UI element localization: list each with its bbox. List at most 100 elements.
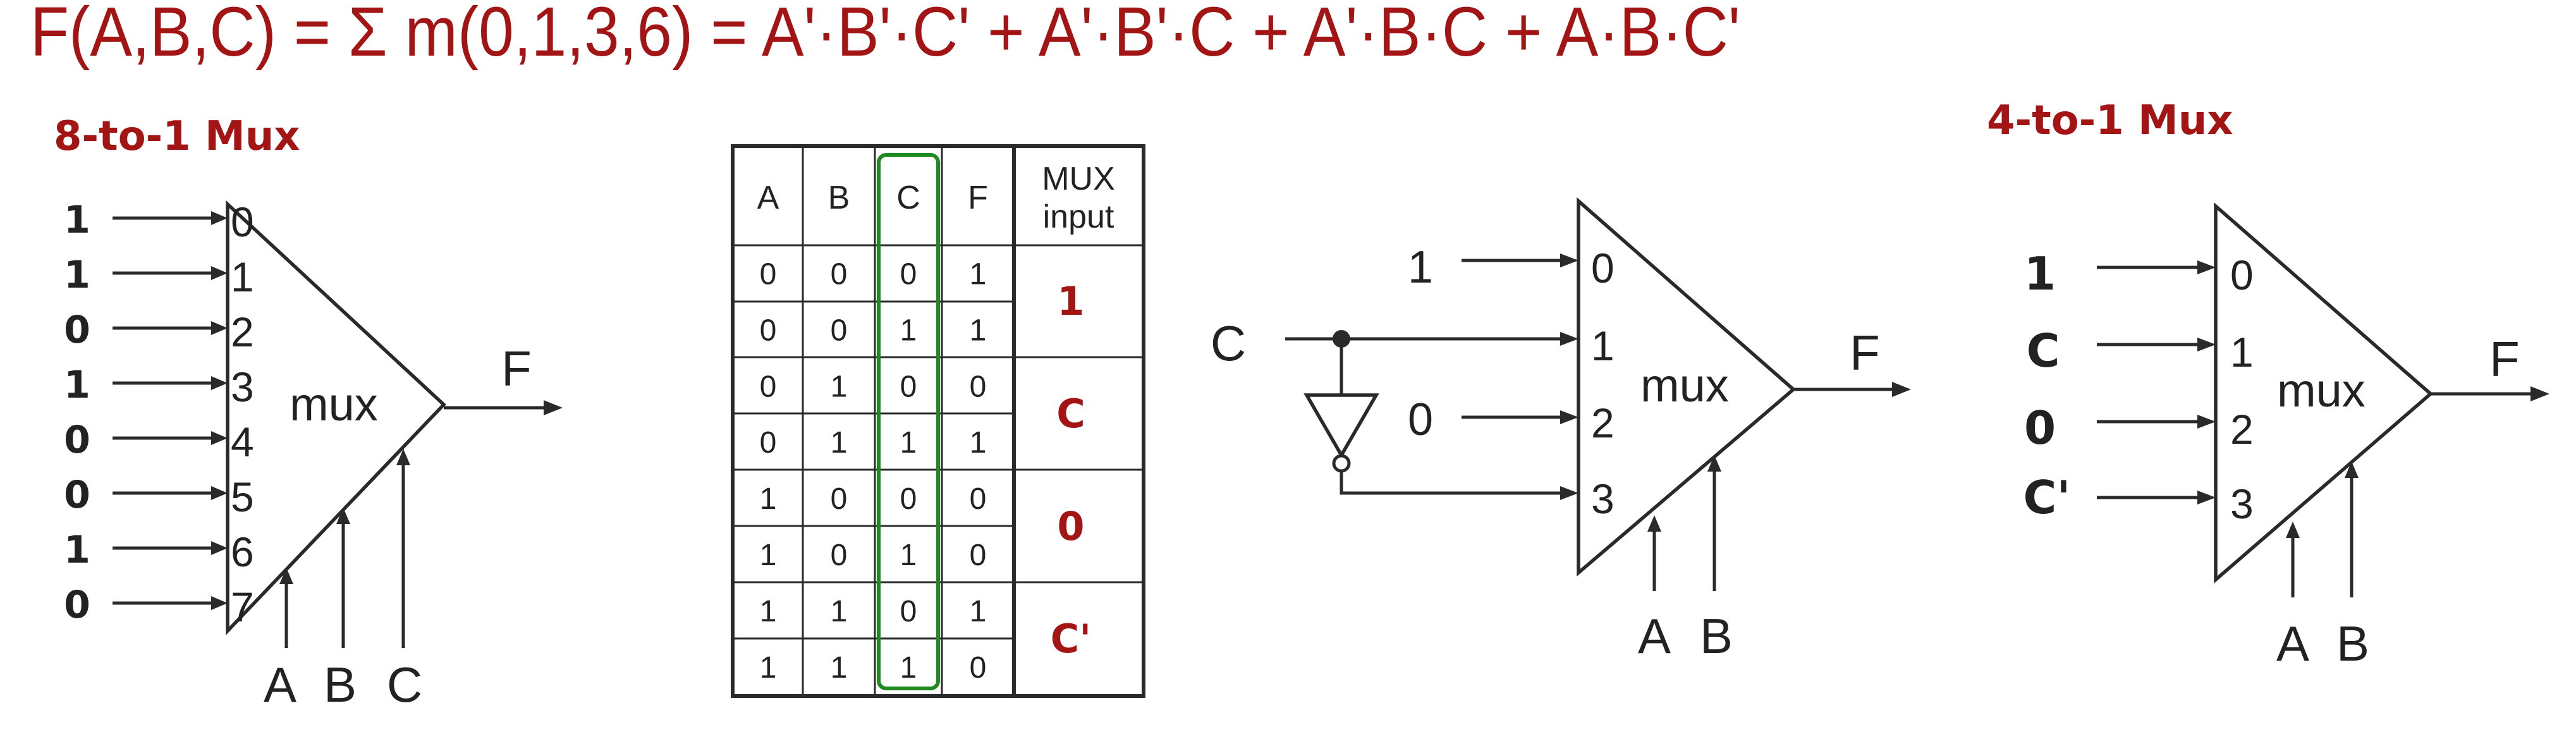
- mux8-title: 8-to-1 Mux: [54, 113, 300, 160]
- table-cell: 1: [760, 482, 777, 516]
- mux4-circuit-section: mux 1 0 C 1 3 0 2 F A B: [1211, 197, 1911, 664]
- arrowhead-icon: [211, 376, 228, 390]
- table-cell: 1: [760, 651, 777, 685]
- table-cell: 1: [970, 314, 987, 347]
- inverter-icon: [1303, 393, 1379, 459]
- arrowhead-icon: [211, 541, 228, 555]
- const-input: 1: [1408, 242, 1433, 293]
- mux8-input-3: 1 3: [64, 363, 254, 410]
- table-cell: 1: [831, 426, 848, 460]
- table-header-mux: input: [1043, 198, 1114, 235]
- mux8-pin-label: 0: [231, 198, 254, 245]
- table-cell: 0: [900, 370, 917, 403]
- inverter-bubble-icon: [1332, 454, 1351, 473]
- mux8-section: 8-to-1 Mux mux 1 0 1 1 0 2 1 3: [54, 113, 563, 712]
- arrowhead-icon: [211, 596, 228, 610]
- mux4-output-label: F: [2489, 331, 2520, 387]
- mux8-body: [226, 200, 446, 635]
- arrowhead-icon: [1560, 486, 1578, 500]
- table-cell: 1: [970, 426, 987, 460]
- table-cell: 0: [831, 539, 848, 572]
- table-cell: 1: [970, 257, 987, 291]
- table-cell: 0: [970, 370, 987, 403]
- table-header-mux: MUX: [1042, 161, 1115, 197]
- arrowhead-icon: [211, 211, 228, 225]
- arrowhead-icon: [211, 486, 228, 500]
- mux8-input-value: 0: [64, 418, 90, 462]
- mux4-circuit-output-label: F: [1850, 325, 1880, 381]
- table-cell: 1: [900, 426, 917, 460]
- mux4-circuit-select-label: A: [1638, 608, 1671, 664]
- arrowhead-icon: [2345, 461, 2359, 478]
- table-cell: 0: [831, 482, 848, 516]
- table-cell: 1: [900, 539, 917, 572]
- arrowhead-icon: [1647, 515, 1661, 532]
- mux4-title: 4-to-1 Mux: [1987, 97, 2233, 144]
- arrowhead-icon: [2197, 338, 2216, 351]
- table-header: C: [896, 180, 920, 216]
- arrowhead-icon: [2197, 260, 2216, 274]
- mux4-section: 4-to-1 Mux mux 1 0 C 1 0 2 C' 3 F A B: [1987, 97, 2549, 671]
- table-cell: 0: [900, 257, 917, 291]
- mux8-output-label: F: [501, 341, 532, 396]
- arrowhead-icon: [2530, 386, 2549, 401]
- mux4-circuit-pin-label: 3: [1591, 475, 1615, 522]
- mux4-pin-label: 0: [2230, 252, 2254, 298]
- table-header: F: [968, 180, 988, 216]
- table-cell: 1: [831, 370, 848, 403]
- mux8-input-value: 0: [64, 308, 90, 352]
- table-cell: 0: [831, 257, 848, 291]
- arrowhead-icon: [211, 266, 228, 280]
- mux8-input-5: 0 5: [64, 473, 254, 520]
- mux8-body-label: mux: [290, 378, 378, 431]
- table-cell: 0: [900, 595, 917, 628]
- table-cell: 1: [970, 595, 987, 628]
- table-border: [731, 144, 1145, 698]
- table-cell: 0: [760, 370, 777, 403]
- mux8-input-0: 1 0: [64, 198, 254, 245]
- mux8-input-value: 1: [64, 198, 90, 242]
- mux4-input-value: 1: [2024, 247, 2056, 300]
- mux-input-value: C': [1051, 616, 1091, 662]
- mux8-input-value: 0: [64, 583, 90, 627]
- mux4-circuit-pin-label: 2: [1591, 400, 1615, 446]
- c-input-label: C: [1211, 315, 1246, 371]
- inverter-output-wire: [1340, 471, 1561, 495]
- mux4-circuit-pin-label: 0: [1591, 245, 1615, 291]
- table-cell: 1: [831, 651, 848, 685]
- mux8-input-7: 0 7: [64, 583, 254, 630]
- arrowhead-icon: [211, 431, 228, 445]
- mux4-body-label: mux: [2277, 364, 2365, 417]
- arrowhead-icon: [336, 508, 350, 524]
- mux-input-value: C: [1056, 391, 1085, 437]
- mux8-pin-label: 5: [231, 473, 254, 520]
- mux4-circuit-pin-label: 1: [1591, 322, 1615, 369]
- mux8-pin-label: 3: [231, 363, 254, 410]
- arrowhead-icon: [544, 400, 563, 415]
- mux8-input-2: 0 2: [64, 308, 254, 355]
- mux8-select-label: C: [387, 657, 422, 712]
- arrowhead-icon: [211, 321, 228, 335]
- mux4-input-value: C: [2027, 324, 2060, 377]
- mux4-input-value: 0: [2024, 401, 2056, 455]
- mux8-pin-label: 7: [231, 583, 254, 630]
- table-cell: 1: [900, 651, 917, 685]
- mux8-input-value: 1: [64, 363, 90, 407]
- table-header: B: [828, 180, 850, 216]
- mux8-input-1: 1 1: [64, 253, 254, 300]
- arrowhead-icon: [396, 449, 410, 465]
- mux8-select-label: A: [264, 657, 296, 712]
- arrowhead-icon: [1560, 410, 1578, 424]
- table-cell: 0: [900, 482, 917, 516]
- mux8-select-label: B: [324, 657, 357, 712]
- table-cell: 0: [970, 651, 987, 685]
- table-cell: 0: [760, 314, 777, 347]
- mux-input-value: 0: [1057, 503, 1084, 549]
- arrowhead-icon: [2197, 415, 2216, 429]
- mux4-pin-label: 2: [2230, 406, 2254, 453]
- mux8-input-value: 1: [64, 253, 90, 297]
- arrowhead-icon: [1560, 253, 1578, 267]
